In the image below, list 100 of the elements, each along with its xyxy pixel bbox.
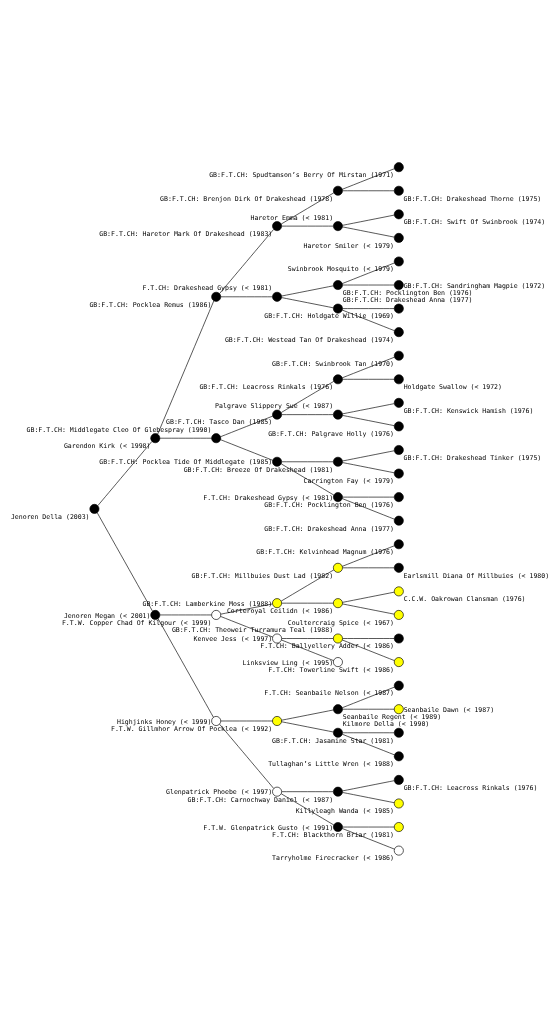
- node-circle: [333, 303, 343, 313]
- node-circle: [333, 562, 343, 573]
- node-circle: [393, 397, 404, 408]
- connector: [342, 189, 395, 191]
- connector: [280, 463, 335, 495]
- node-circle: [272, 786, 282, 797]
- connector: [97, 440, 153, 506]
- connector: [280, 569, 335, 601]
- connector: [342, 639, 395, 661]
- node-circle: [393, 185, 404, 196]
- connector: [281, 413, 334, 415]
- connector: [342, 779, 395, 791]
- node-circle: [393, 256, 404, 266]
- connector: [342, 827, 395, 849]
- node-circle: [333, 220, 343, 231]
- node-circle: [272, 220, 282, 231]
- node-circle: [393, 208, 404, 219]
- connector: [342, 826, 395, 827]
- node-circle: [393, 821, 404, 832]
- node-circle: [333, 185, 343, 196]
- node-circle: [393, 774, 404, 785]
- node-circle: [393, 750, 404, 761]
- connector: [342, 356, 395, 378]
- connector: [342, 461, 395, 473]
- connector: [219, 228, 274, 294]
- node-circle: [393, 350, 404, 361]
- connector: [342, 544, 395, 567]
- node-circle: [393, 609, 404, 620]
- node-circle: [393, 161, 404, 172]
- connector: [342, 496, 395, 497]
- node-circle: [393, 633, 404, 643]
- node-circle: [150, 432, 161, 443]
- connector: [220, 615, 273, 637]
- connector: [342, 708, 395, 710]
- node-circle: [333, 279, 343, 290]
- node-circle: [272, 291, 282, 302]
- connector: [342, 603, 395, 614]
- connector: [342, 226, 395, 237]
- node-circle: [272, 597, 282, 608]
- node-circle: [211, 609, 222, 620]
- node-circle: [393, 703, 404, 714]
- connector: [342, 414, 395, 426]
- connector: [342, 262, 395, 284]
- connector: [157, 617, 214, 717]
- connector: [342, 567, 395, 568]
- node-circle: [211, 432, 222, 443]
- node-circle: [393, 232, 404, 243]
- node-circle: [211, 715, 222, 726]
- connector: [220, 438, 273, 461]
- connector: [342, 378, 395, 380]
- node-circle: [393, 515, 404, 526]
- connector: [96, 511, 153, 611]
- connector: [220, 720, 273, 721]
- node-circle: [333, 597, 343, 608]
- connector: [281, 285, 334, 296]
- connector: [342, 791, 395, 803]
- connector: [342, 686, 395, 708]
- node-circle: [393, 373, 404, 384]
- node-circle: [393, 491, 404, 502]
- connector: [342, 309, 395, 331]
- node-circle: [393, 727, 404, 738]
- node-circle: [393, 326, 404, 337]
- connector: [342, 637, 395, 639]
- connector: [281, 602, 334, 603]
- node-circle: [272, 409, 282, 420]
- node-circle: [393, 656, 404, 667]
- node-circle: [333, 456, 343, 467]
- connector: [159, 614, 212, 615]
- node-circle: [272, 456, 282, 467]
- connector: [157, 300, 215, 434]
- node-circle: [393, 468, 404, 478]
- node-circle: [89, 503, 100, 514]
- node-circle: [333, 491, 343, 502]
- connector: [342, 731, 395, 733]
- connector: [281, 790, 334, 792]
- connector: [342, 284, 395, 285]
- connector: [280, 380, 335, 413]
- node-circle: [393, 303, 404, 313]
- connector: [281, 225, 334, 226]
- connector: [342, 167, 395, 190]
- node-circle: [333, 727, 343, 738]
- connector: [342, 449, 395, 461]
- node-circle: [393, 538, 404, 549]
- connector: [281, 720, 334, 732]
- connector: [281, 637, 334, 639]
- connector: [342, 497, 395, 520]
- node-circle: [333, 409, 343, 420]
- node-circle: [393, 680, 404, 691]
- connector: [342, 402, 395, 414]
- connector: [281, 460, 334, 462]
- node-circle: [393, 562, 404, 573]
- node-circle: [333, 786, 343, 797]
- node-circle: [333, 373, 343, 384]
- node-circle: [393, 798, 404, 808]
- connector: [159, 437, 212, 439]
- connector: [220, 415, 273, 437]
- connector: [220, 296, 273, 297]
- connector: [281, 639, 334, 661]
- node-circle: [393, 279, 404, 290]
- node-circle: [272, 715, 282, 726]
